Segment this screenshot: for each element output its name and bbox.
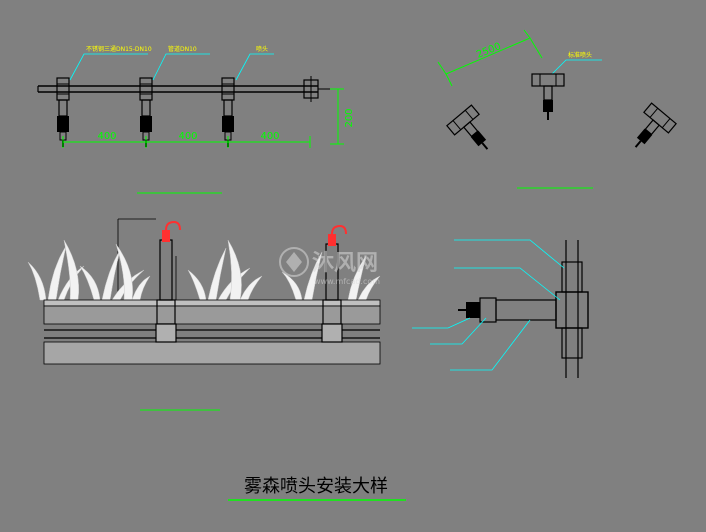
riser-1: [155, 220, 181, 343]
callout-tee: 不锈钢三通DN15-DN10: [86, 45, 152, 53]
callout-pipe: 管道DN10: [168, 45, 197, 53]
callout-leaders: [69, 53, 274, 81]
panel-top-left: 400 400 400 200 不锈钢三通DN15-DN10 管道DN10 喷头: [37, 45, 355, 194]
soil-surface: [43, 299, 381, 307]
grass-clump-2: [79, 243, 151, 301]
tee-fitting: [555, 291, 589, 329]
watermark: 沐风网 www.mfcad.com: [279, 247, 380, 286]
nozzle-body: [57, 116, 69, 132]
detail-leaders: [412, 239, 565, 371]
panel-bottom-right: [412, 239, 589, 378]
watermark-brand: 沐风网: [312, 251, 378, 276]
grass-clump-3: [187, 239, 263, 301]
nozzle-head: [466, 302, 480, 318]
grass-clump-1: [27, 239, 85, 301]
dimension-lines: [62, 88, 344, 148]
upper-fitting: [561, 261, 583, 293]
lower-fitting: [561, 327, 583, 359]
tilted-nozzle-left: [446, 104, 489, 150]
vertical-nozzle-center: [531, 73, 565, 120]
dim-height-label: 200: [344, 108, 355, 127]
angle-dimension: [437, 29, 543, 87]
nozzle-red-1: [162, 230, 170, 242]
dim-label-1: 400: [97, 131, 116, 142]
soil-layer: [43, 305, 381, 325]
watermark-url: www.mfcad.com: [314, 277, 380, 286]
callout-standard-nozzle: 标准喷头: [568, 51, 592, 59]
watermark-logo-icon: [279, 247, 309, 277]
adapter-fitting: [479, 297, 497, 323]
tilted-nozzle-right: [634, 102, 677, 148]
dim-label-2: 400: [178, 131, 197, 142]
riser-2: [321, 224, 347, 343]
panel-top-right: 2500 标准喷头: [437, 29, 677, 189]
gravel-base: [43, 341, 381, 365]
tee-assembly-3: [221, 77, 235, 147]
panel-bottom-left: [27, 218, 381, 411]
horizontal-branch: [495, 299, 557, 321]
angle-dim-label: 2500: [475, 41, 503, 61]
nozzle-red-2: [328, 234, 336, 246]
main-title: 雾森喷头安装大样: [244, 476, 388, 497]
dim-label-3: 400: [260, 131, 279, 142]
callout-nozzle: 喷头: [256, 45, 268, 53]
grass-clump-4: [281, 251, 381, 301]
